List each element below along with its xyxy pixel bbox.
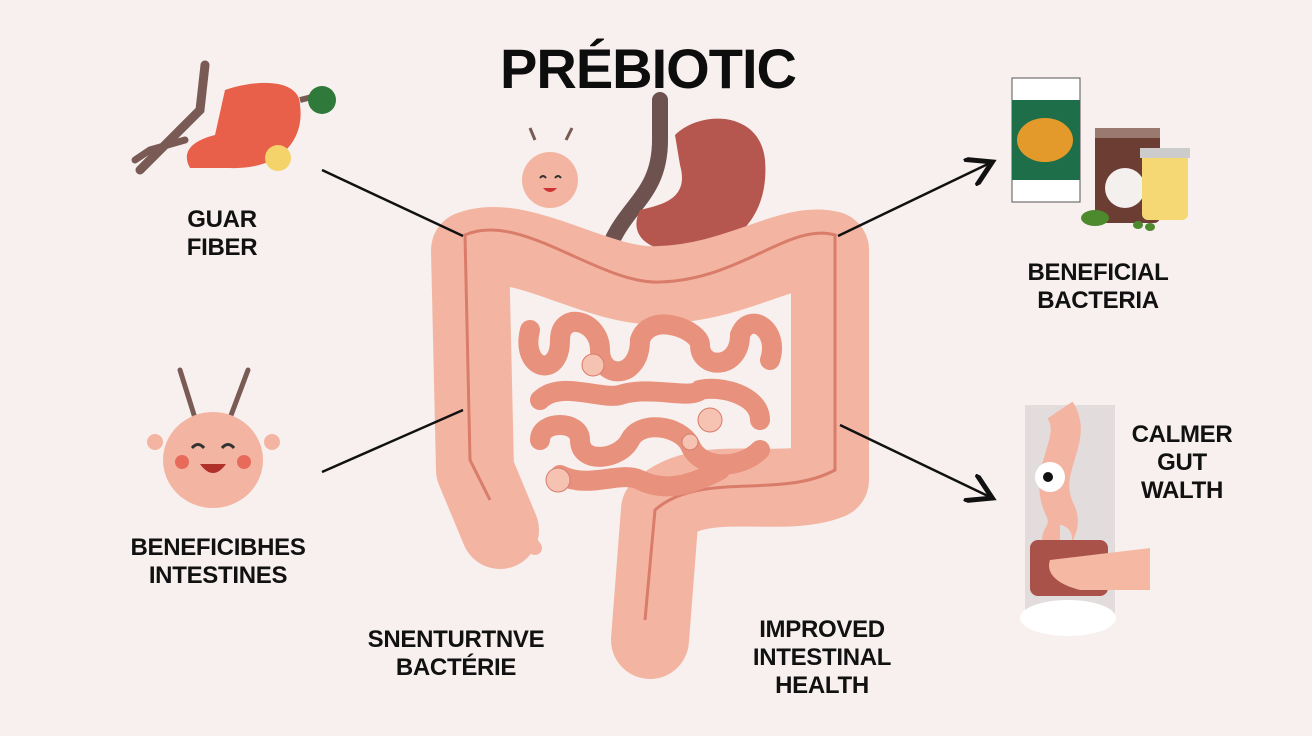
large-intestine [431,206,869,679]
page-title: PRÉBIOTIC [500,37,797,100]
label-line: INTESTINAL [752,644,892,671]
label-line: INTESTINES [148,562,288,589]
label-line: BENEFICIAL [1027,259,1169,286]
label-calmer-gut: CALMER GUT WALTH [1132,421,1233,505]
label-beneficial-bacteria: BENEFICIAL BACTERIA [1027,259,1168,315]
arrow-icon [321,163,990,497]
gut-relief-icon [1020,401,1150,636]
label-line: GUAR [187,206,257,233]
label-sensitive-bacteria: SNENTURTNVE BACTÉRIE [368,626,545,682]
small-intestine [518,312,782,497]
label-improved-health: IMPROVED INTESTINAL HEALTH [752,616,892,700]
label-line: CALMER [1131,421,1233,448]
label-line: GUT [1157,449,1207,476]
bacteria-mascot-icon [522,127,578,208]
label-line: BENEFICIBHES [130,534,306,561]
label-line: HEALTH [775,672,869,699]
label-line: FIBER [186,234,258,261]
label-line: SNENTURTNVE [367,626,545,653]
guar-stomach-icon [131,60,336,175]
label-line: BACTÉRIE [395,654,517,681]
label-beneficial-intestines: BENEFICIBHES INTESTINES [130,534,305,590]
label-guar-fiber: GUAR FIBER [187,206,258,262]
prebiotic-products-icon [1011,77,1190,231]
label-line: IMPROVED [759,616,885,643]
bacteria-mascot-icon [147,367,280,508]
label-line: WALTH [1140,477,1224,504]
bacteria-small-icons [545,353,723,493]
label-line: BACTERIA [1037,287,1159,314]
